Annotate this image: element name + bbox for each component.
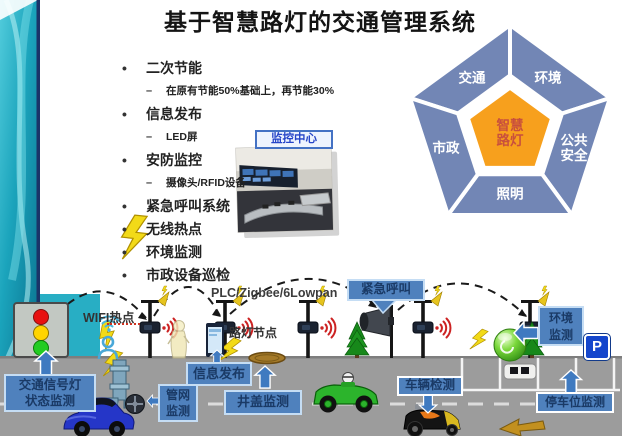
bullet-item: 环境监测 <box>122 240 407 263</box>
pentagon-segment-lighting: 照明 <box>496 186 524 202</box>
bullet-item: 二次节能 <box>122 56 407 79</box>
pipe-network-monitor-label: 管网 监测 <box>158 384 198 422</box>
info-publish-label: 信息发布 <box>186 362 252 386</box>
traffic-signal-monitor-label: 交通信号灯 状态监测 <box>4 374 96 412</box>
parked-car-icon <box>503 363 537 380</box>
environment-monitor-label: 环境 监测 <box>538 306 584 346</box>
hot-rod-car-icon <box>403 404 461 436</box>
manhole-icon <box>248 351 286 365</box>
bullet-item: 无线热点 <box>122 217 407 240</box>
vintage-car-icon <box>63 397 135 436</box>
bullet-item: 安防监控 <box>122 148 407 171</box>
bullet-subitem: 摄像头/RFID设备 <box>122 171 407 194</box>
pentagon-segment-municipal: 市政 <box>432 140 460 156</box>
monitoring-center-label: 监控中心 <box>255 130 333 149</box>
sidebar-decoration <box>0 0 40 359</box>
parking-detect-label: 停车位监测 <box>536 392 614 413</box>
pentagon-segment-traffic: 交通 <box>458 70 486 86</box>
pentagon-segment-public-safety: 公共 安全 <box>560 133 588 163</box>
traffic-light-icon <box>13 302 69 358</box>
pentagon-center-label: 智慧 路灯 <box>496 118 524 148</box>
pentagon-center <box>466 86 554 170</box>
person-icon <box>97 335 119 360</box>
lamp-node-text: 路灯节点 <box>229 326 278 340</box>
pentagon-segment-environment: 环境 <box>534 70 562 86</box>
manhole-monitor-label: 井盖监测 <box>224 390 302 415</box>
emergency-call-label: 紧急呼叫 <box>347 279 425 301</box>
page-title: 基于智慧路灯的交通管理系统 <box>164 9 476 35</box>
bullet-item: 紧急呼叫系统 <box>122 194 407 217</box>
bullet-subitem: LED屏 <box>122 125 407 148</box>
pentagon-diagram <box>408 23 612 217</box>
speaker-icon <box>359 305 394 358</box>
bullet-item: 市政设备巡检 <box>122 263 407 286</box>
parking-sign: P <box>584 334 610 360</box>
protocol-text: PLC/Zigbee/6Lowpan <box>211 286 338 300</box>
feature-bullet-list: 二次节能 在原有节能50%基础上，再节能30% 信息发布 LED屏 安防监控 摄… <box>122 56 407 286</box>
vehicle-detect-label: 车辆检测 <box>397 376 463 396</box>
wifi-hotspot-text: WIFI热点 <box>83 311 135 325</box>
red-dotted-underline <box>107 321 140 325</box>
green-roadster-icon <box>313 372 379 413</box>
bullet-subitem: 在原有节能50%基础上，再节能30% <box>122 79 407 102</box>
lamp-node-screen-icon <box>206 323 224 357</box>
bullet-item: 信息发布 <box>122 102 407 125</box>
gold-arrow-icon <box>498 418 546 436</box>
pedestrian-figure <box>167 320 190 359</box>
